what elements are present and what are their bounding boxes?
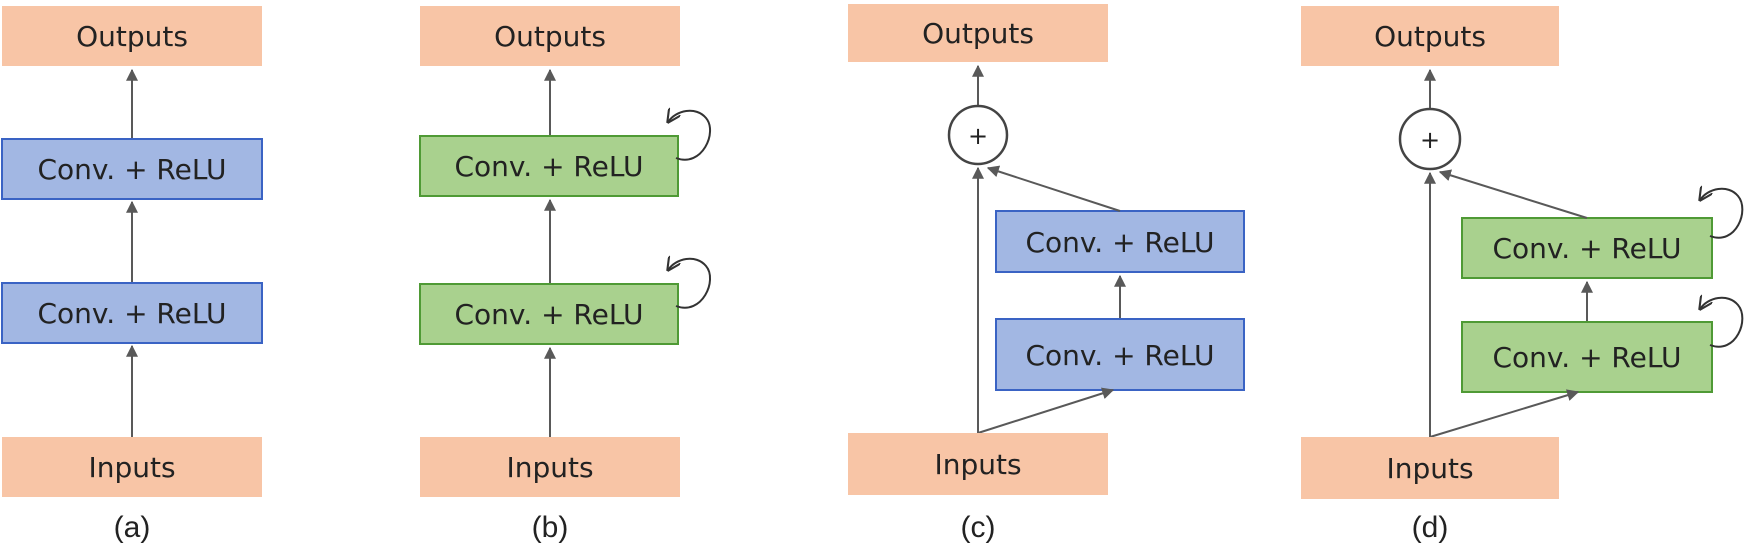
- conv-relu-box: [1, 282, 263, 344]
- outputs-label: Outputs: [1374, 20, 1486, 53]
- caption-d: (d): [1412, 511, 1449, 544]
- outputs-label: Outputs: [922, 17, 1034, 50]
- recurrent-loop-icon: [1700, 189, 1744, 239]
- caption-b: (b): [532, 511, 569, 544]
- conv-relu-label: Conv. + ReLU: [1492, 341, 1681, 374]
- outputs-box: [420, 6, 680, 66]
- inputs-label: Inputs: [934, 448, 1021, 481]
- conv-relu-label: Conv. + ReLU: [1025, 339, 1214, 372]
- panel-c: Outputs + Conv. + ReLU Conv. + ReLU Inpu…: [848, 4, 1245, 544]
- inputs-label: Inputs: [1386, 452, 1473, 485]
- residual-arrow: [1438, 169, 1588, 219]
- outputs-box: [1301, 6, 1559, 66]
- outputs-label: Outputs: [76, 20, 188, 53]
- recurrent-conv-relu-box: [419, 283, 679, 345]
- outputs-box: [848, 4, 1108, 62]
- outputs-label: Outputs: [494, 20, 606, 53]
- conv-relu-label: Conv. + ReLU: [37, 153, 226, 186]
- sum-symbol: +: [1420, 126, 1440, 154]
- caption-a: (a): [114, 511, 151, 544]
- panel-a: Outputs Conv. + ReLU Conv. + ReLU Inputs…: [1, 6, 263, 544]
- inputs-box: [1301, 437, 1559, 499]
- sum-node: [947, 104, 1009, 166]
- sum-node: [1398, 107, 1462, 171]
- inputs-label: Inputs: [506, 451, 593, 484]
- recurrent-loop-icon: [668, 259, 711, 309]
- conv-relu-box: [995, 318, 1245, 391]
- conv-relu-label: Conv. + ReLU: [454, 298, 643, 331]
- inputs-box: [2, 437, 262, 497]
- recurrent-loop-icon: [1700, 298, 1744, 348]
- conv-relu-label: Conv. + ReLU: [1492, 232, 1681, 265]
- conv-relu-box: [995, 210, 1245, 273]
- residual-arrow: [986, 165, 1121, 212]
- conv-relu-label: Conv. + ReLU: [1025, 226, 1214, 259]
- recurrent-conv-relu-box: [1461, 321, 1713, 393]
- input-branch-arrow: [977, 387, 1115, 434]
- caption-c: (c): [961, 511, 996, 544]
- inputs-label: Inputs: [88, 451, 175, 484]
- conv-relu-label: Conv. + ReLU: [454, 150, 643, 183]
- recurrent-conv-relu-box: [1461, 217, 1713, 279]
- inputs-box: [848, 433, 1108, 495]
- inputs-box: [420, 437, 680, 497]
- panel-d: Outputs + Conv. + ReLU Conv. + ReLU Inpu…: [1301, 6, 1744, 544]
- recurrent-conv-relu-box: [419, 135, 679, 197]
- conv-relu-label: Conv. + ReLU: [37, 297, 226, 330]
- sum-symbol: +: [968, 122, 988, 150]
- recurrent-loop-icon: [668, 111, 711, 161]
- input-branch-arrow: [1429, 389, 1580, 438]
- panel-b: Outputs Conv. + ReLU Conv. + ReLU Inputs…: [419, 6, 711, 544]
- conv-relu-box: [1, 138, 263, 200]
- outputs-box: [2, 6, 262, 66]
